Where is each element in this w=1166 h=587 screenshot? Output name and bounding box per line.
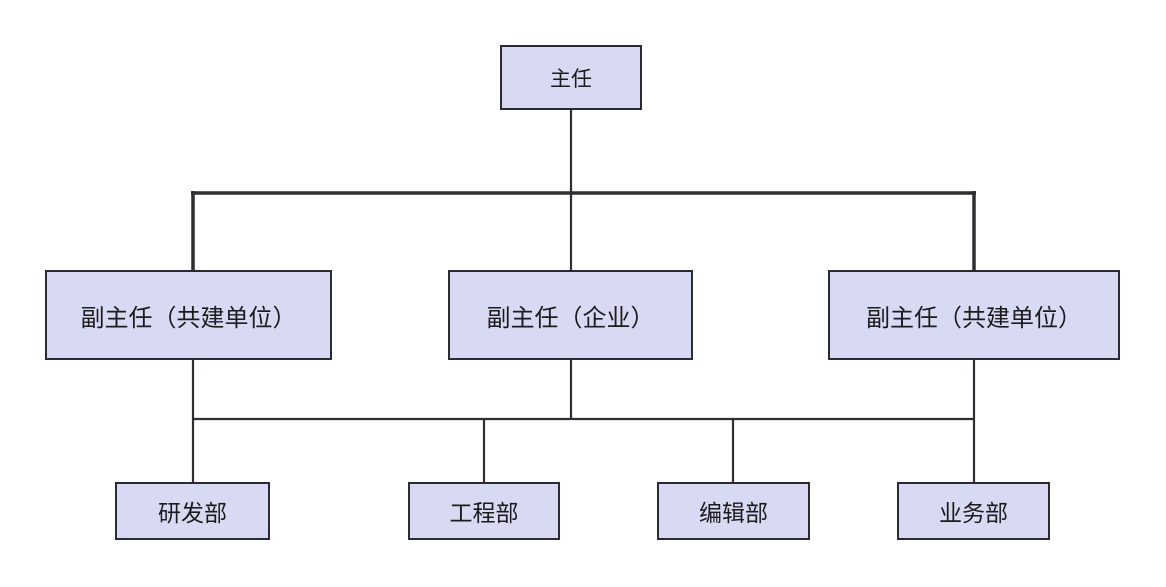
node-deputy-right: 副主任（共建单位） (828, 270, 1120, 360)
node-dept-engineering-label: 工程部 (449, 500, 519, 526)
node-deputy-middle-label: 副主任（企业） (486, 304, 655, 332)
node-dept-rd: 研发部 (115, 482, 270, 540)
node-director-label: 主任 (550, 67, 592, 91)
node-deputy-left-label: 副主任（共建单位） (80, 304, 297, 332)
node-dept-business-label: 业务部 (939, 500, 1008, 526)
node-dept-business: 业务部 (897, 482, 1050, 540)
node-dept-editorial: 编辑部 (657, 482, 810, 540)
node-dept-engineering: 工程部 (408, 482, 560, 540)
node-deputy-right-label: 副主任（共建单位） (866, 304, 1082, 332)
node-dept-rd-label: 研发部 (158, 500, 227, 526)
node-deputy-middle: 副主任（企业） (448, 270, 693, 360)
node-dept-editorial-label: 编辑部 (699, 500, 768, 526)
node-director: 主任 (500, 45, 642, 110)
node-deputy-left: 副主任（共建单位） (45, 270, 332, 360)
